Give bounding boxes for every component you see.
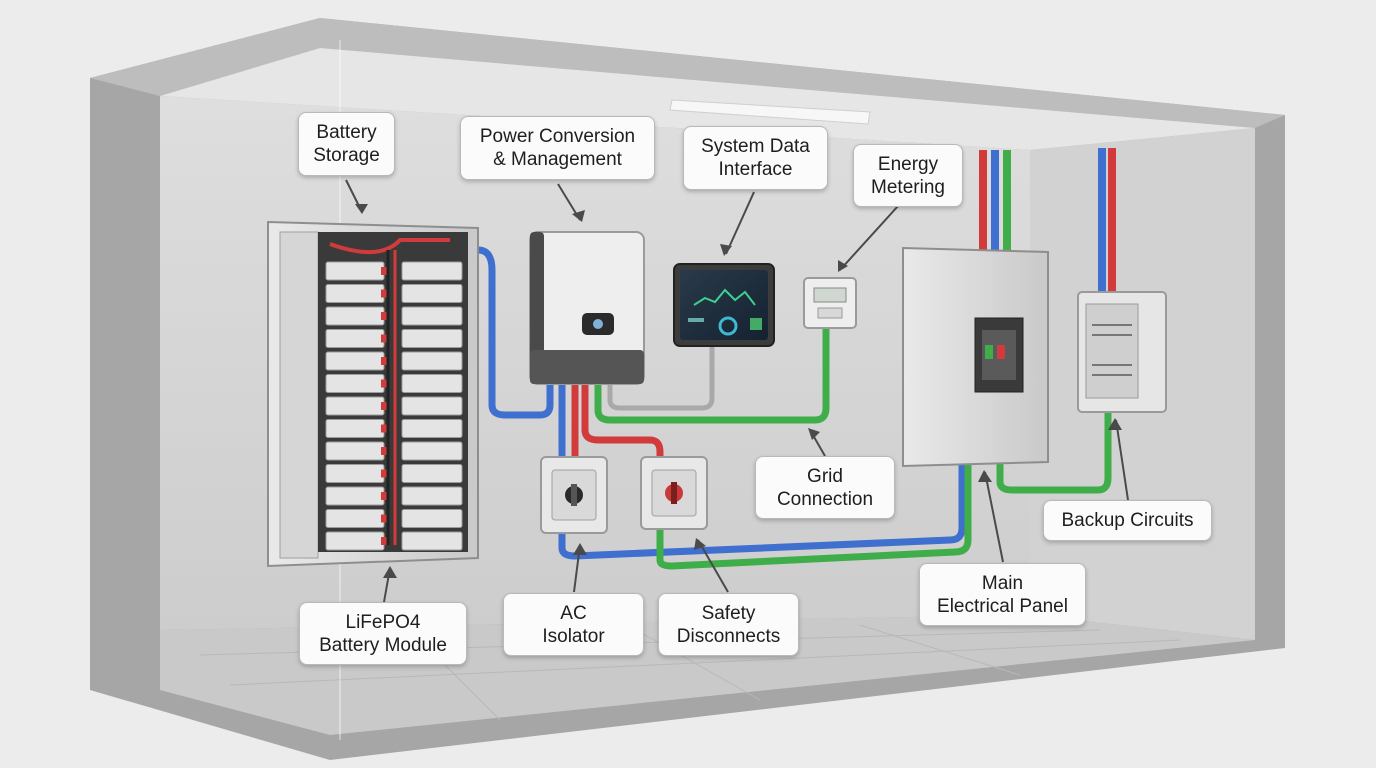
label-line: Metering	[871, 176, 945, 198]
safety-disconnect-box	[640, 456, 708, 530]
label-line: System Data	[701, 136, 810, 157]
battery-terminal	[381, 334, 389, 343]
label-line: Battery Module	[319, 634, 447, 656]
battery-module-cell	[401, 261, 463, 281]
label-line: Power Conversion	[479, 126, 636, 147]
main-panel-box	[902, 246, 1049, 468]
battery-terminal	[381, 267, 389, 275]
battery-module-cell	[401, 329, 463, 348]
label-line: Storage	[313, 145, 380, 166]
battery-module-cell	[325, 261, 385, 281]
label-line: Disconnects	[676, 625, 781, 647]
battery-module-cell	[325, 531, 385, 551]
arrow-energy-metering	[839, 205, 899, 271]
energy-meter	[803, 277, 857, 329]
wire-panel-backup-green	[996, 408, 1112, 494]
label-main-electrical-panel: Main Electrical Panel	[919, 563, 1086, 626]
battery-module-cell	[325, 351, 385, 371]
label-line: Isolator	[542, 625, 605, 647]
wiring	[474, 246, 1112, 570]
system-data-screen	[673, 263, 775, 347]
label-system-data-interface: System Data Interface	[683, 126, 828, 190]
ceiling-light	[669, 99, 871, 125]
battery-module-cell	[401, 486, 463, 506]
battery-module-cell	[325, 306, 385, 326]
battery-module-cell	[325, 419, 385, 438]
battery-module-cell	[401, 531, 463, 551]
wire-disconnect-panel-green	[656, 461, 972, 570]
label-line: Interface	[718, 159, 793, 180]
battery-module-cell	[325, 486, 385, 506]
battery-modules	[325, 261, 463, 551]
battery-module-cell	[325, 284, 385, 303]
battery-terminal	[381, 514, 389, 523]
arrow-system-data	[725, 191, 755, 255]
battery-module-cell	[401, 351, 463, 371]
wire-isolator-panel-blue	[558, 461, 966, 560]
label-ac-isolator: AC Isolator	[503, 593, 644, 656]
battery-module-cell	[401, 306, 463, 326]
battery-terminal	[381, 357, 389, 365]
label-backup-circuits: Backup Circuits	[1043, 500, 1212, 541]
inverter-unit	[529, 231, 645, 385]
ceiling	[160, 48, 1255, 150]
conduits-panel	[979, 148, 1116, 292]
backup-panel-box	[1077, 291, 1167, 413]
battery-terminal	[381, 424, 389, 433]
frame-top	[90, 18, 1285, 128]
label-lifepo4-battery-module: LiFePO4 Battery Module	[299, 602, 467, 665]
battery-terminal	[381, 402, 389, 410]
battery-module-cell	[325, 396, 385, 416]
label-line: Backup Circuits	[1061, 510, 1194, 531]
battery-module-cell	[401, 464, 463, 483]
wire-battery-inverter	[474, 246, 554, 419]
label-energy-metering: Energy Metering	[853, 144, 963, 207]
battery-module-cell	[401, 374, 463, 393]
label-line: Energy	[877, 153, 939, 175]
battery-module-cell	[401, 396, 463, 416]
battery-terminal	[381, 469, 389, 478]
label-line: LiFePO4	[345, 611, 421, 633]
label-line: AC	[560, 602, 587, 624]
wire-inverter-meter-green	[594, 324, 830, 424]
battery-terminal	[381, 379, 389, 388]
arrow-safety-disconnects	[697, 539, 729, 593]
wire-inverter-disconnect-red	[581, 381, 664, 462]
label-safety-disconnects: Safety Disconnects	[658, 593, 799, 656]
ac-isolator-box	[540, 456, 608, 534]
label-line: Grid	[807, 465, 843, 487]
battery-module-cell	[401, 284, 463, 303]
battery-module-cell	[401, 509, 463, 528]
battery-terminal	[381, 289, 389, 298]
battery-terminal	[381, 537, 389, 545]
label-grid-connection: Grid Connection	[755, 456, 895, 519]
battery-module-cell	[325, 441, 385, 461]
label-line: Safety	[701, 602, 756, 624]
label-line: Main	[981, 572, 1024, 594]
battery-terminal	[381, 447, 389, 455]
arrow-heads	[355, 204, 1122, 578]
wire-inverter-screen-grey	[607, 342, 715, 411]
battery-module-cell	[401, 441, 463, 461]
battery-module-cell	[325, 509, 385, 528]
battery-module-cell	[401, 419, 463, 438]
battery-terminal	[381, 312, 389, 320]
label-line: Electrical Panel	[937, 595, 1068, 617]
arrow-main-panel	[984, 471, 1004, 563]
label-battery-storage: Battery Storage	[298, 112, 395, 176]
battery-terminal	[381, 492, 389, 500]
battery-rack	[267, 220, 479, 568]
label-power-conversion: Power Conversion & Management	[460, 116, 655, 180]
arrow-backup-circuits	[1115, 419, 1129, 501]
label-line: Connection	[776, 488, 874, 510]
battery-module-cell	[325, 464, 385, 483]
battery-module-cell	[325, 329, 385, 348]
label-line: & Management	[493, 149, 622, 170]
battery-module-cell	[325, 374, 385, 393]
label-line: Battery	[316, 122, 377, 143]
